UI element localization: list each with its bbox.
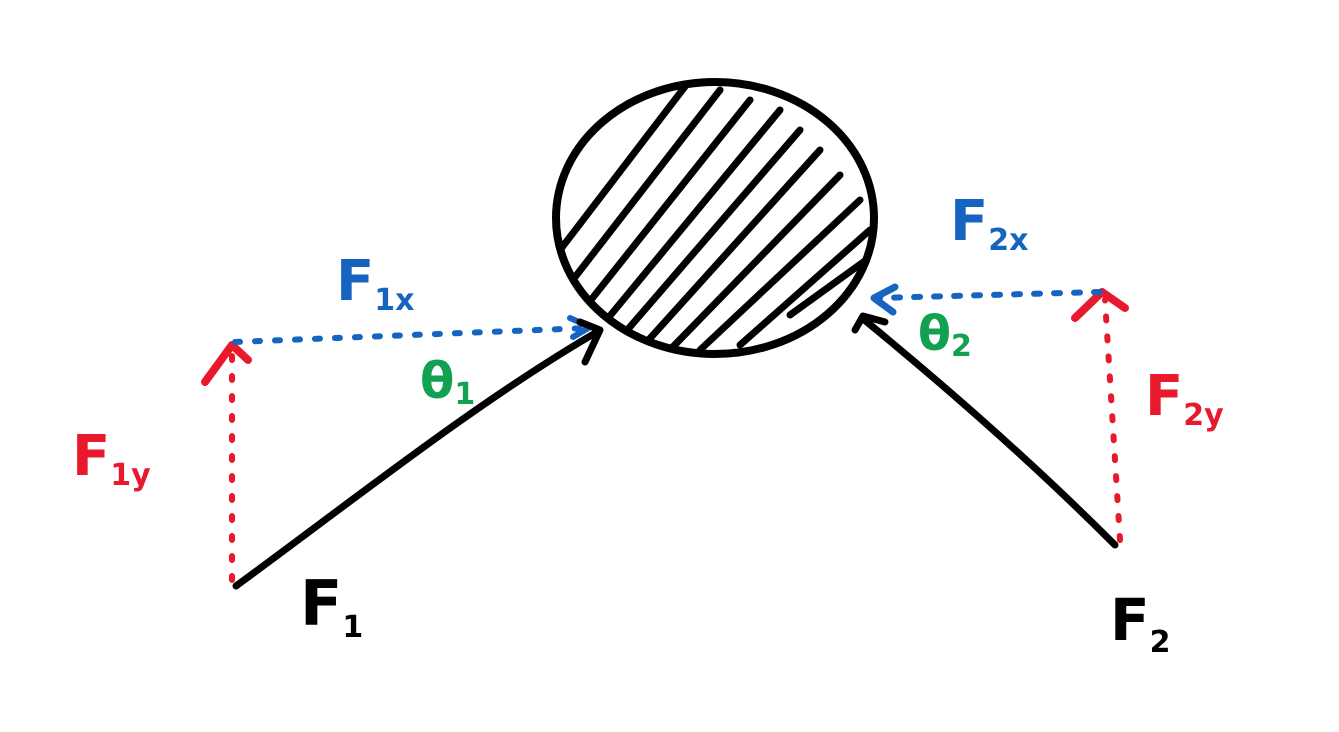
f1y-vector [201, 341, 252, 583]
f1x-vector [232, 315, 593, 345]
f2x-label: F2x [950, 189, 1029, 258]
f2y-label: F2y [1145, 364, 1224, 433]
f1x-label: F1x [336, 249, 415, 318]
f1y-label: F1y [72, 424, 151, 493]
f2x-vector [870, 283, 1103, 316]
f1-label: F1 [300, 567, 363, 645]
f2-label: F2 [1110, 586, 1171, 660]
f2-vector [851, 312, 1119, 549]
hatch-lines [556, 82, 874, 354]
f1-vector [232, 318, 604, 590]
f2y-vector [1071, 288, 1129, 543]
theta2-label: θ2 [918, 306, 972, 364]
theta1-label: θ1 [420, 352, 475, 412]
object-ball [552, 78, 878, 358]
